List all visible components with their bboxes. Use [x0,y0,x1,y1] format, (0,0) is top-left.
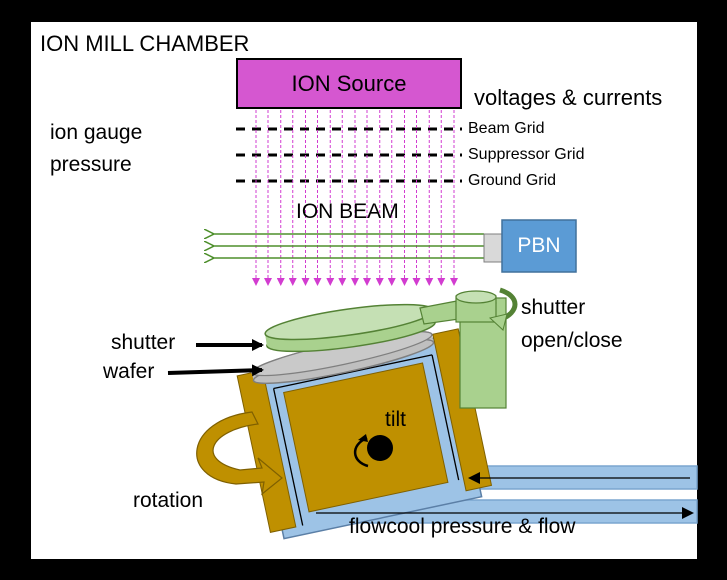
wafer-label: wafer [103,360,155,383]
flowcool-label: flowcool pressure & flow [349,515,576,538]
rotation-arrow [196,411,283,496]
pbn-label: PBN [517,234,561,257]
ion-beam-arrows [252,110,458,286]
suppressor-grid-label: Suppressor Grid [468,146,585,163]
tilt-label: tilt [385,408,406,431]
wafer-pointer-arrow [167,364,264,377]
ion-source-box [236,58,462,109]
shutter-rotation-arrowhead [488,313,508,331]
shutter-control-line1: shutter [521,296,586,319]
voltages-label: voltages & currents [474,85,663,110]
stage-body-left [236,369,297,533]
ion-source-label: ION Source [291,71,407,96]
gauge-label-line2: pressure [50,153,132,176]
gauge-label-line1: ion gauge [50,121,143,144]
coolant-path [273,354,433,390]
beam-grid-label: Beam Grid [468,120,545,137]
tilt-arrowhead [358,434,368,442]
shutter-label: shutter [111,331,176,354]
pbn-box [501,219,577,273]
shutter-assembly [264,303,436,353]
coolant-path [431,354,460,481]
ion-beam-label: ION BEAM [296,200,399,223]
tilt-axis [367,435,393,461]
pbn-connector [483,233,505,263]
rotation-label: rotation [133,489,204,512]
pbn-arrows [212,234,484,258]
chamber-title: ION MILL CHAMBER [40,31,250,56]
grid-lines [236,127,462,183]
shutter-control-line2: open/close [521,329,623,352]
coolant-path [272,388,304,526]
ground-grid-label: Ground Grid [468,172,557,189]
shutter-hub-top [455,290,497,304]
